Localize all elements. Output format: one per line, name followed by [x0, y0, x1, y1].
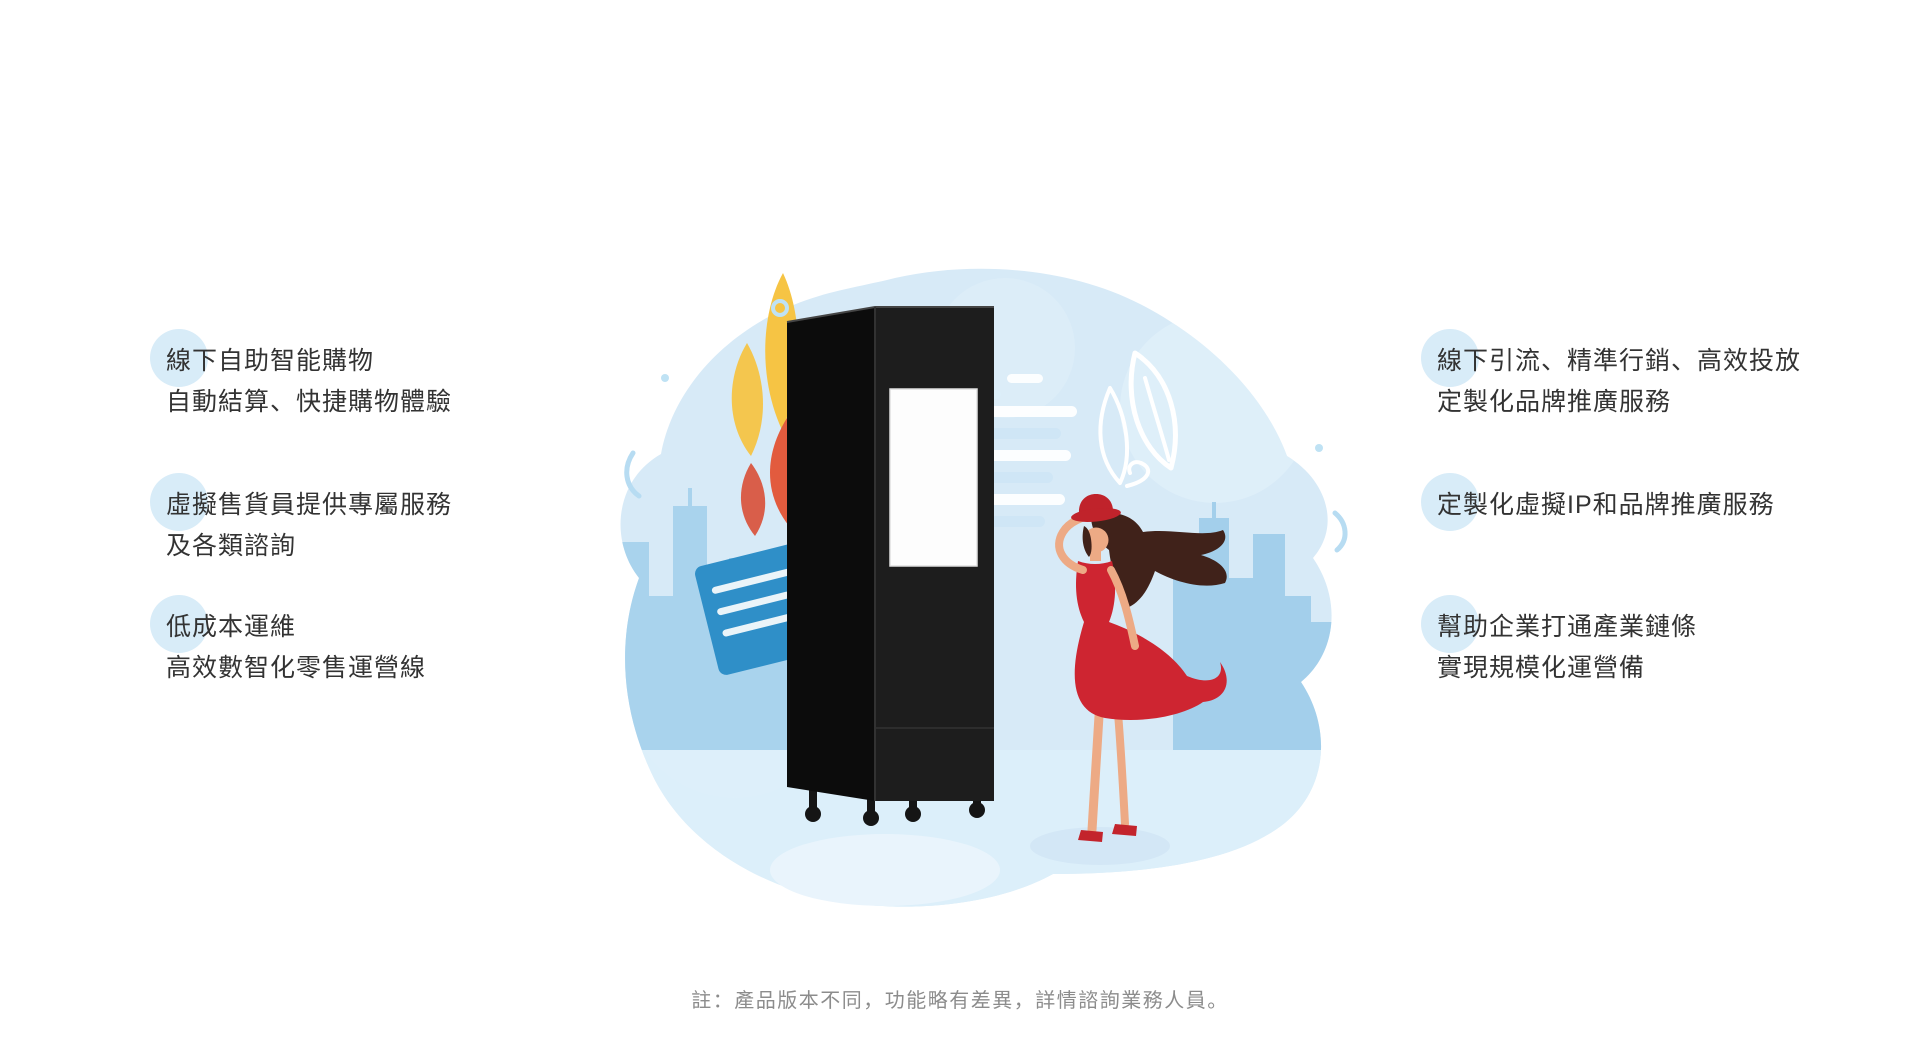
highlight-blob	[150, 595, 208, 653]
woman-bodice	[1076, 561, 1116, 622]
feature-text-line: 線下自助智能購物	[166, 347, 375, 375]
highlight-blob	[1421, 473, 1479, 531]
woman-hat-brim	[1071, 508, 1121, 522]
machine-wheel	[969, 802, 985, 818]
vending-machine	[786, 306, 994, 826]
feature-left-2: 虛擬售貨員提供專屬服務 及各類諮詢	[150, 473, 453, 567]
feature-text-line: 高效數智化零售運營線	[166, 654, 427, 682]
feature-right-3: 幫助企業打通產業鏈條 實現規模化運營備	[1421, 595, 1698, 689]
woman-shoe	[1078, 830, 1103, 842]
feature-right-2: 定製化虛擬IP和品牌推廣服務	[1421, 473, 1775, 531]
machine-screen	[889, 388, 978, 567]
footnote: 註：產品版本不同，功能略有差異，詳情諮詢業務人員。	[691, 990, 1229, 1012]
machine-side-panel	[787, 307, 875, 801]
woman-shadow	[1030, 827, 1170, 865]
highlight-blob	[1421, 595, 1479, 653]
decor-dot	[1315, 444, 1323, 452]
feature-text-line: 定製化虛擬IP和品牌推廣服務	[1437, 491, 1775, 519]
decor-dot	[661, 374, 669, 382]
machine-wheel	[905, 806, 921, 822]
feature-left-3: 低成本運維 高效數智化零售運營線	[150, 595, 427, 689]
woman-illustration	[1055, 494, 1227, 842]
feature-left-1: 線下自助智能購物 自動結算、快捷購物體驗	[150, 329, 453, 423]
machine-wheel	[805, 806, 821, 822]
feature-right-1: 線下引流、精準行銷、高效投放 定製化品牌推廣服務	[1421, 329, 1802, 423]
woman-legs	[1087, 711, 1104, 835]
feature-text-line: 定製化品牌推廣服務	[1437, 388, 1672, 416]
woman-shoe	[1112, 824, 1137, 836]
woman-skirt	[1074, 622, 1227, 721]
feature-text-line: 自動結算、快捷購物體驗	[166, 388, 453, 416]
feature-text-line: 虛擬售貨員提供專屬服務	[166, 491, 453, 519]
decorative-accents	[624, 299, 1348, 553]
feature-text-line: 實現規模化運營備	[1437, 654, 1646, 682]
feature-text-line: 及各類諮詢	[166, 532, 297, 560]
woman-hair	[1091, 512, 1227, 608]
highlight-blob	[1421, 329, 1479, 387]
feature-text-line: 幫助企業打通產業鏈條	[1437, 613, 1698, 641]
machine-shadow	[770, 834, 1000, 906]
woman-arm-down	[1107, 566, 1139, 650]
highlight-blob	[150, 329, 208, 387]
leaf-outline-icon	[1098, 350, 1178, 488]
feature-text-line: 低成本運維	[166, 613, 297, 641]
smart-retail-illustration	[620, 268, 1348, 907]
machine-wheel	[863, 810, 879, 826]
feature-text-line: 線下引流、精準行銷、高效投放	[1437, 347, 1802, 375]
highlight-blob	[150, 473, 208, 531]
